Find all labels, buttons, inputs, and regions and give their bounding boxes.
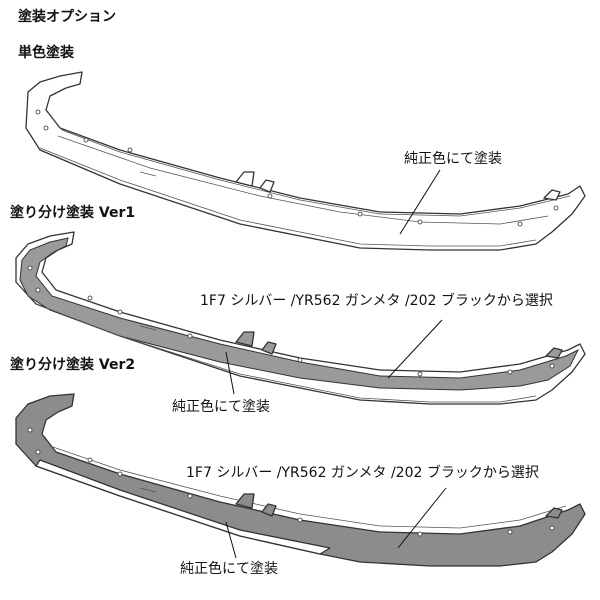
split-ver1-spoiler bbox=[15, 231, 586, 405]
leader-line-ver1-select bbox=[387, 319, 443, 379]
split-ver2-spoiler bbox=[15, 393, 586, 567]
ver2-select-callout: 1F7 シルバー /YR562 ガンメタ /202 ブラックから選択 bbox=[186, 465, 539, 481]
single-color-spoiler bbox=[25, 71, 586, 251]
single-genuine-callout: 純正色にて塗装 bbox=[404, 151, 502, 167]
single-color-heading: 単色塗装 bbox=[18, 45, 74, 61]
split-ver1-heading: 塗り分け塗装 Ver1 bbox=[10, 205, 136, 221]
painting-options-heading: 塗装オプション bbox=[18, 9, 116, 25]
leader-line-ver1-genuine bbox=[225, 351, 235, 395]
ver1-genuine-callout: 純正色にて塗装 bbox=[172, 399, 270, 415]
ver2-genuine-callout: 純正色にて塗装 bbox=[180, 561, 278, 577]
leader-line-single bbox=[399, 169, 441, 235]
leader-line-ver2-genuine bbox=[225, 521, 237, 559]
split-ver2-heading: 塗り分け塗装 Ver2 bbox=[10, 357, 136, 373]
leader-line-ver2-select bbox=[397, 487, 447, 549]
ver1-select-callout: 1F7 シルバー /YR562 ガンメタ /202 ブラックから選択 bbox=[200, 293, 553, 309]
